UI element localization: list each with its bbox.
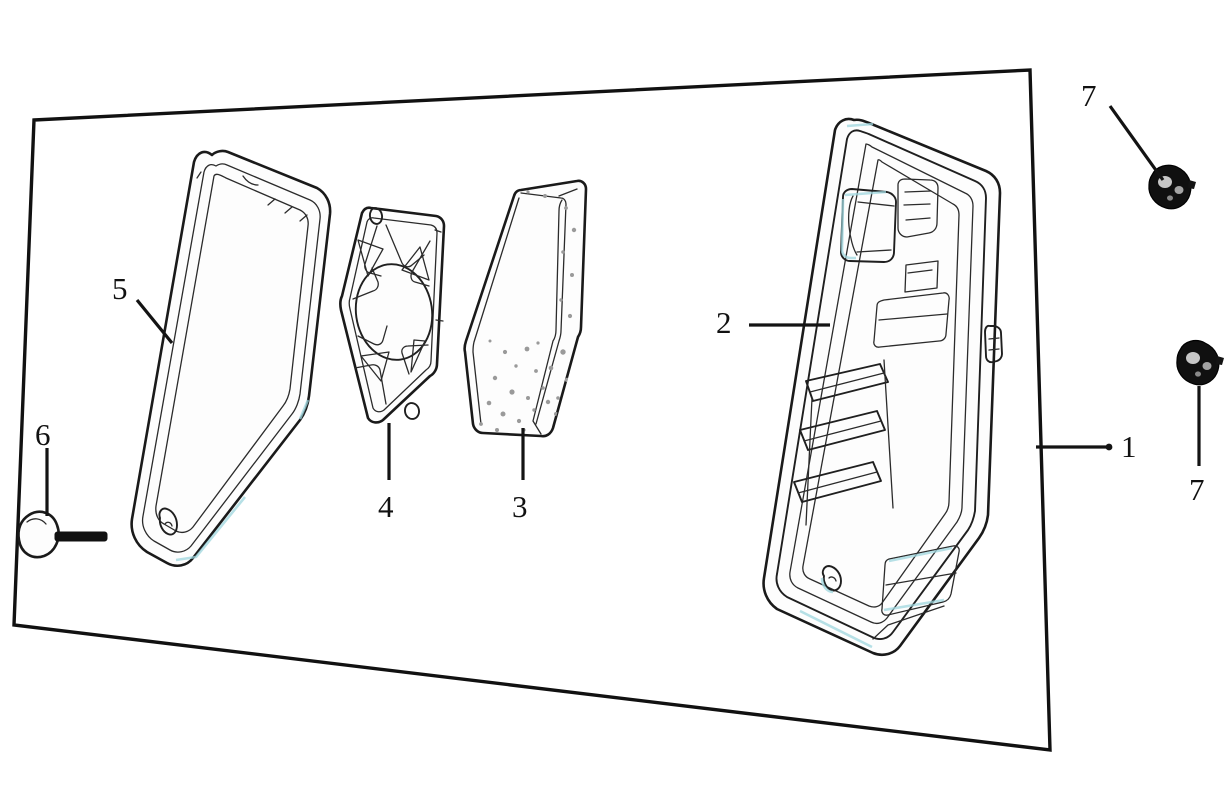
- leader-5: [135, 298, 174, 345]
- callout-label-2: 2: [716, 305, 732, 340]
- part-cover-screw: [17, 510, 108, 559]
- foam-texture: [479, 190, 577, 432]
- callout-label-6: 6: [35, 417, 51, 452]
- part-mounting-bolt-lower: [1176, 340, 1224, 386]
- assembly-boundary-frame: [12, 68, 1052, 752]
- part-air-cleaner-cover: [130, 149, 332, 568]
- callout-label-7-upper: 7: [1081, 78, 1097, 113]
- leader-7a: [1108, 105, 1165, 181]
- callout-label-5: 5: [112, 271, 128, 306]
- callout-label-1: 1: [1121, 429, 1137, 464]
- part-foam-filter-element: [463, 179, 588, 438]
- part-air-cleaner-housing: [762, 117, 1003, 657]
- callout-label-4: 4: [378, 489, 394, 524]
- callout-label-7-lower: 7: [1189, 472, 1205, 507]
- callout-label-3: 3: [512, 489, 528, 524]
- callout-leader-lines: [45, 105, 1201, 516]
- part-filter-gasket-frame: [339, 206, 446, 424]
